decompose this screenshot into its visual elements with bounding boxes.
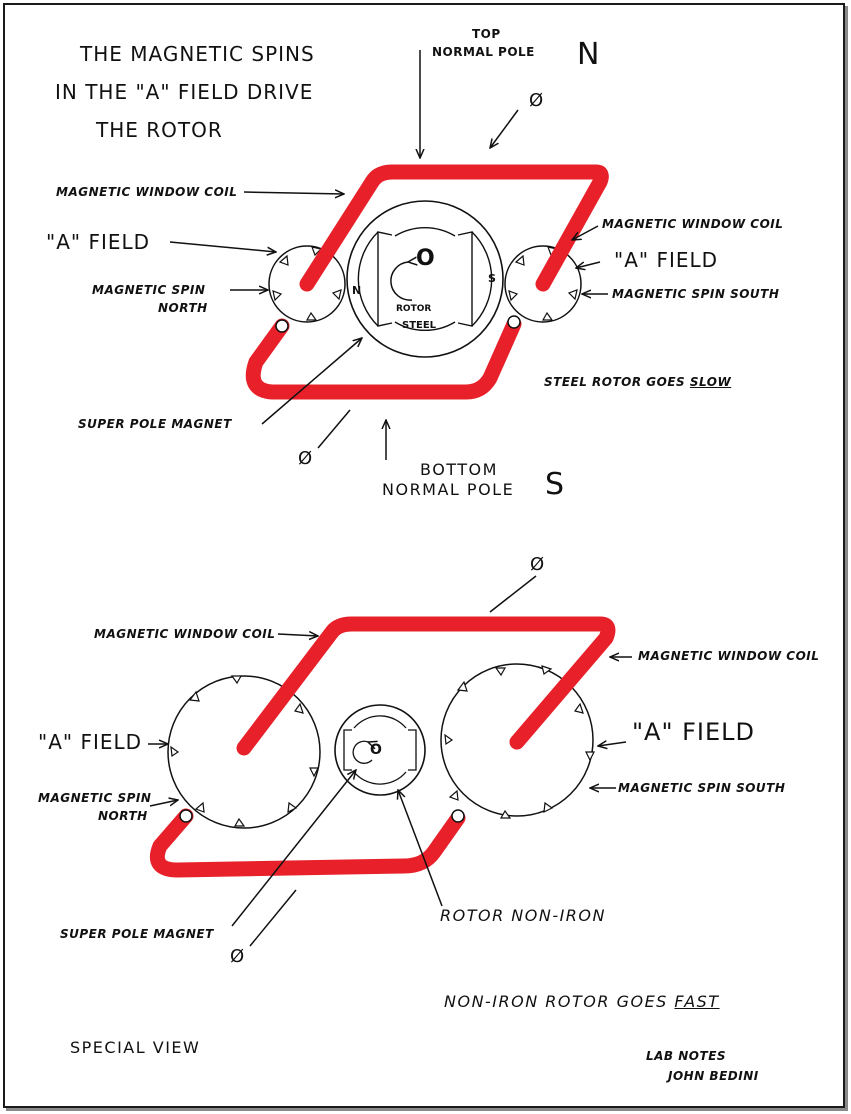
title-line-1: THE MAGNETIC SPINS — [80, 42, 315, 66]
non-iron-rotor-caption: NON-IRON ROTOR GOES FAST — [444, 994, 720, 1010]
pointer-arrows-bottom — [148, 575, 632, 947]
rotor-rotation-arrow-bottom — [352, 741, 372, 764]
pointer-arrows-top — [169, 50, 608, 460]
rotor-center-label-bottom: O — [370, 742, 382, 758]
window-coil-label-top-left: MAGNETIC WINDOW COIL — [56, 185, 238, 199]
rotor-word-top: ROTOR — [396, 304, 432, 314]
spin-circle-south-bottom — [440, 663, 594, 817]
a-field-label-top-right: "A" FIELD — [614, 248, 719, 272]
window-coil-top — [299, 164, 609, 292]
non-iron-rotor-speed: FAST — [674, 992, 720, 1011]
lab-notes-label: LAB NOTES — [646, 1049, 727, 1063]
a-field-label-top-left: "A" FIELD — [46, 230, 151, 254]
title-line-2: IN THE "A" FIELD DRIVE — [55, 80, 314, 104]
window-coil-label-bottom-right: MAGNETIC WINDOW COIL — [638, 649, 820, 663]
spin-north-label-top-line1: MAGNETIC SPIN — [92, 283, 206, 297]
north-pole-letter: N — [577, 37, 600, 72]
spin-markers-south-bottom — [444, 665, 595, 819]
rotor-s-marker: S — [488, 272, 496, 285]
coil-terminal-left-top — [275, 319, 289, 333]
spin-markers-north-bottom — [170, 675, 319, 827]
phi-symbol-bottom-left: Ø — [230, 946, 245, 967]
special-view-label: SPECIAL VIEW — [70, 1038, 201, 1057]
window-coil-return-bottom — [149, 808, 466, 878]
top-label: TOP — [472, 27, 501, 41]
spin-north-label-bottom-line2: NORTH — [98, 809, 148, 823]
rotor-center-label-top: O — [416, 246, 435, 271]
window-coil-bottom — [236, 616, 616, 756]
spin-south-label-top: MAGNETIC SPIN SOUTH — [612, 287, 780, 301]
window-coil-return-top — [245, 316, 522, 400]
non-iron-rotor-prefix: NON-IRON ROTOR GOES — [444, 992, 668, 1011]
spin-circle-north-bottom — [167, 675, 321, 829]
window-coil-label-bottom-left: MAGNETIC WINDOW COIL — [94, 627, 276, 641]
author-label: JOHN BEDINI — [668, 1069, 759, 1083]
steel-rotor-prefix: STEEL ROTOR GOES — [544, 375, 686, 389]
spin-circle-south-top — [504, 245, 582, 323]
title-line-3: THE ROTOR — [96, 118, 223, 142]
phi-symbol-bottom-right: Ø — [530, 554, 545, 575]
coil-terminal-right-top — [507, 315, 521, 329]
bottom-normal-pole-label: NORMAL POLE — [382, 480, 515, 499]
spin-north-label-top-line2: NORTH — [158, 301, 208, 315]
spin-south-label-bottom: MAGNETIC SPIN SOUTH — [618, 781, 786, 795]
spin-north-label-bottom-line1: MAGNETIC SPIN — [38, 791, 152, 805]
steel-rotor-speed: SLOW — [689, 375, 732, 389]
rotor-n-marker: N — [352, 284, 362, 297]
super-pole-label-bottom: SUPER POLE MAGNET — [60, 927, 214, 941]
phi-symbol-top-bottom: Ø — [298, 448, 313, 469]
bottom-label: BOTTOM — [420, 460, 498, 479]
rotor-non-iron-label: ROTOR NON-IRON — [440, 906, 606, 925]
page-frame — [3, 3, 845, 1108]
rotor-steel-label: STEEL — [402, 320, 437, 331]
coil-terminal-left-bottom — [179, 809, 193, 823]
a-field-label-bottom-right: "A" FIELD — [632, 718, 756, 746]
window-coil-label-top-right: MAGNETIC WINDOW COIL — [602, 217, 784, 231]
steel-rotor-caption: STEEL ROTOR GOES SLOW — [544, 376, 731, 388]
coil-terminal-right-bottom — [451, 809, 465, 823]
super-pole-label-top: SUPER POLE MAGNET — [78, 417, 232, 431]
a-field-label-bottom-left: "A" FIELD — [38, 730, 143, 754]
phi-symbol-top-right: Ø — [529, 90, 544, 111]
south-pole-letter: S — [545, 467, 565, 502]
rotor-rotation-arrow-top — [390, 262, 412, 301]
super-pole-magnet-top — [357, 226, 493, 332]
top-normal-pole-label: NORMAL POLE — [432, 45, 535, 59]
rotor-top — [346, 200, 504, 358]
spin-markers-north-top — [272, 246, 342, 321]
spin-circle-north-top — [268, 245, 346, 323]
rotor-bottom — [334, 704, 426, 796]
